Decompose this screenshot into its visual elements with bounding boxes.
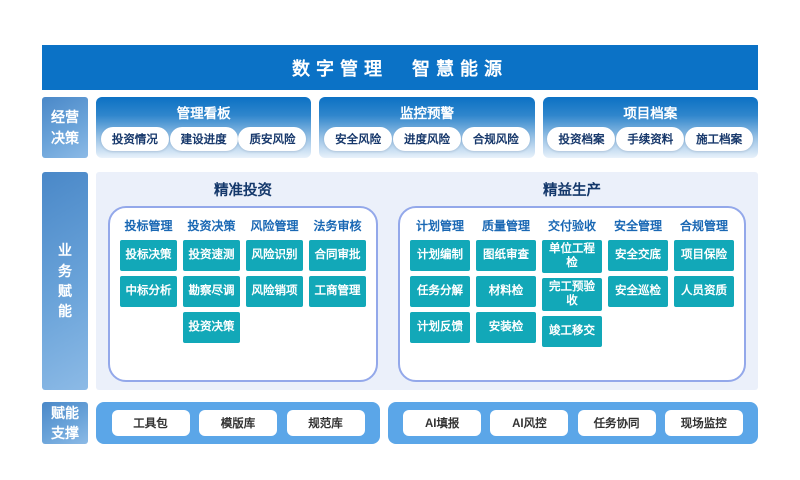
module-column-safety-management: 安全管理 安全交底 安全巡检: [608, 217, 668, 371]
page-title: 数字管理 智慧能源: [292, 58, 508, 79]
support-button[interactable]: AI填报: [403, 410, 482, 436]
module-button[interactable]: 计划编制: [410, 240, 470, 271]
column-header: 计划管理: [415, 219, 464, 233]
module-column-risk-management: 风险管理 风险识别 风险销项: [246, 217, 303, 371]
group-precise-investment: 精准投资 投标管理 投标决策 中标分析 投资决策 投资速测 勘察尽调 投资决策: [108, 180, 378, 382]
column-header: 风险管理: [250, 219, 299, 233]
module-button[interactable]: 安装检: [476, 312, 536, 343]
module-button[interactable]: 投资速测: [183, 240, 240, 271]
pill-button[interactable]: 合规风险: [461, 127, 530, 151]
module-button[interactable]: 材料检: [476, 276, 536, 307]
module-button[interactable]: 计划反馈: [410, 312, 470, 343]
module-button[interactable]: 安全巡检: [608, 276, 668, 307]
pill-row: 安全风险 进度风险 合规风险: [319, 127, 534, 151]
group-title: 精准投资: [214, 183, 272, 199]
module-column-bidding: 投标管理 投标决策 中标分析: [120, 217, 177, 371]
module-button[interactable]: 图纸审查: [476, 240, 536, 271]
pill-button[interactable]: 质安风险: [238, 127, 307, 151]
pill-button[interactable]: 手续资料: [616, 127, 685, 151]
panel-project-archive: 项目档案 投资档案 手续资料 施工档案: [542, 97, 758, 158]
column-header: 投标管理: [124, 219, 173, 233]
column-header: 质量管理: [481, 219, 530, 233]
pill-button[interactable]: 安全风险: [324, 127, 393, 151]
module-column-investment-decision: 投资决策 投资速测 勘察尽调 投资决策: [183, 217, 240, 371]
panel-title: 项目档案: [623, 106, 678, 121]
business-panel: 精准投资 投标管理 投标决策 中标分析 投资决策 投资速测 勘察尽调 投资决策: [96, 172, 758, 390]
column-header: 合规管理: [679, 219, 728, 233]
column-header: 安全管理: [613, 219, 662, 233]
support-button[interactable]: 工具包: [111, 410, 190, 436]
support-row: 赋能 支撑 工具包 模版库 规范库 AI填报 AI风控 任务协同 现场监控: [42, 402, 758, 444]
module-button[interactable]: 任务分解: [410, 276, 470, 307]
sidebar-label-support: 赋能 支撑: [42, 402, 88, 444]
module-button[interactable]: 投标决策: [120, 240, 177, 271]
pill-row: 投资情况 建设进度 质安风险: [96, 127, 311, 151]
support-button[interactable]: 规范库: [286, 410, 365, 436]
support-box-tools: 工具包 模版库 规范库: [96, 402, 380, 444]
column-header: 交付验收: [547, 219, 596, 233]
group-box: 投标管理 投标决策 中标分析 投资决策 投资速测 勘察尽调 投资决策 风险管理: [108, 206, 378, 382]
group-box: 计划管理 计划编制 任务分解 计划反馈 质量管理 图纸审查 材料检 安装检: [398, 206, 746, 382]
panel-management-dashboard: 管理看板 投资情况 建设进度 质安风险: [96, 97, 312, 158]
module-button[interactable]: 风险销项: [246, 276, 303, 307]
panel-title: 监控预警: [399, 106, 454, 121]
pill-button[interactable]: 投资情况: [100, 127, 169, 151]
module-column-delivery-acceptance: 交付验收 单位工程检 完工预验收 竣工移交: [542, 217, 602, 371]
module-button[interactable]: 完工预验收: [542, 277, 602, 311]
module-button[interactable]: 人员资质: [674, 276, 734, 307]
panel-title: 管理看板: [176, 106, 231, 121]
sidebar-label-decision: 经营 决策: [42, 97, 88, 158]
module-column-legal-review: 法务审核 合同审批 工商管理: [309, 217, 366, 371]
group-lean-production: 精益生产 计划管理 计划编制 任务分解 计划反馈 质量管理 图纸审查 材料检: [398, 180, 746, 382]
module-button[interactable]: 项目保险: [674, 240, 734, 271]
module-button[interactable]: 勘察尽调: [183, 276, 240, 307]
module-button[interactable]: 工商管理: [309, 276, 366, 307]
sidebar-label-business: 业 务 赋 能: [42, 172, 88, 390]
module-button[interactable]: 风险识别: [246, 240, 303, 271]
column-header: 投资决策: [187, 219, 236, 233]
module-column-compliance-management: 合规管理 项目保险 人员资质: [674, 217, 734, 371]
module-button[interactable]: 投资决策: [183, 312, 240, 343]
title-banner: 数字管理 智慧能源: [42, 45, 758, 90]
support-box-ai: AI填报 AI风控 任务协同 现场监控: [388, 402, 758, 444]
module-column-plan-management: 计划管理 计划编制 任务分解 计划反馈: [410, 217, 470, 371]
business-row: 业 务 赋 能 精准投资 投标管理 投标决策 中标分析 投资决策 投资速测: [42, 172, 758, 390]
support-button[interactable]: 模版库: [199, 410, 277, 436]
module-button[interactable]: 竣工移交: [542, 315, 602, 347]
module-button[interactable]: 中标分析: [120, 276, 177, 307]
pill-button[interactable]: 进度风险: [392, 127, 461, 151]
support-button[interactable]: AI风控: [490, 410, 569, 436]
group-title: 精益生产: [543, 183, 601, 199]
support-button[interactable]: 现场监控: [664, 410, 743, 436]
pill-button[interactable]: 投资档案: [547, 127, 616, 151]
pill-button[interactable]: 建设进度: [169, 127, 238, 151]
pill-row: 投资档案 手续资料 施工档案: [543, 127, 758, 151]
support-button[interactable]: 任务协同: [577, 410, 656, 436]
decision-row: 经营 决策 管理看板 投资情况 建设进度 质安风险 监控预警 安全风险 进度风险…: [42, 97, 758, 158]
pill-button[interactable]: 施工档案: [685, 127, 754, 151]
panel-monitoring-alert: 监控预警 安全风险 进度风险 合规风险: [319, 97, 535, 158]
column-header: 法务审核: [313, 219, 362, 233]
module-button[interactable]: 合同审批: [309, 240, 366, 271]
module-button[interactable]: 安全交底: [608, 240, 668, 271]
module-button[interactable]: 单位工程检: [542, 240, 602, 273]
module-column-quality-management: 质量管理 图纸审查 材料检 安装检: [476, 217, 536, 371]
